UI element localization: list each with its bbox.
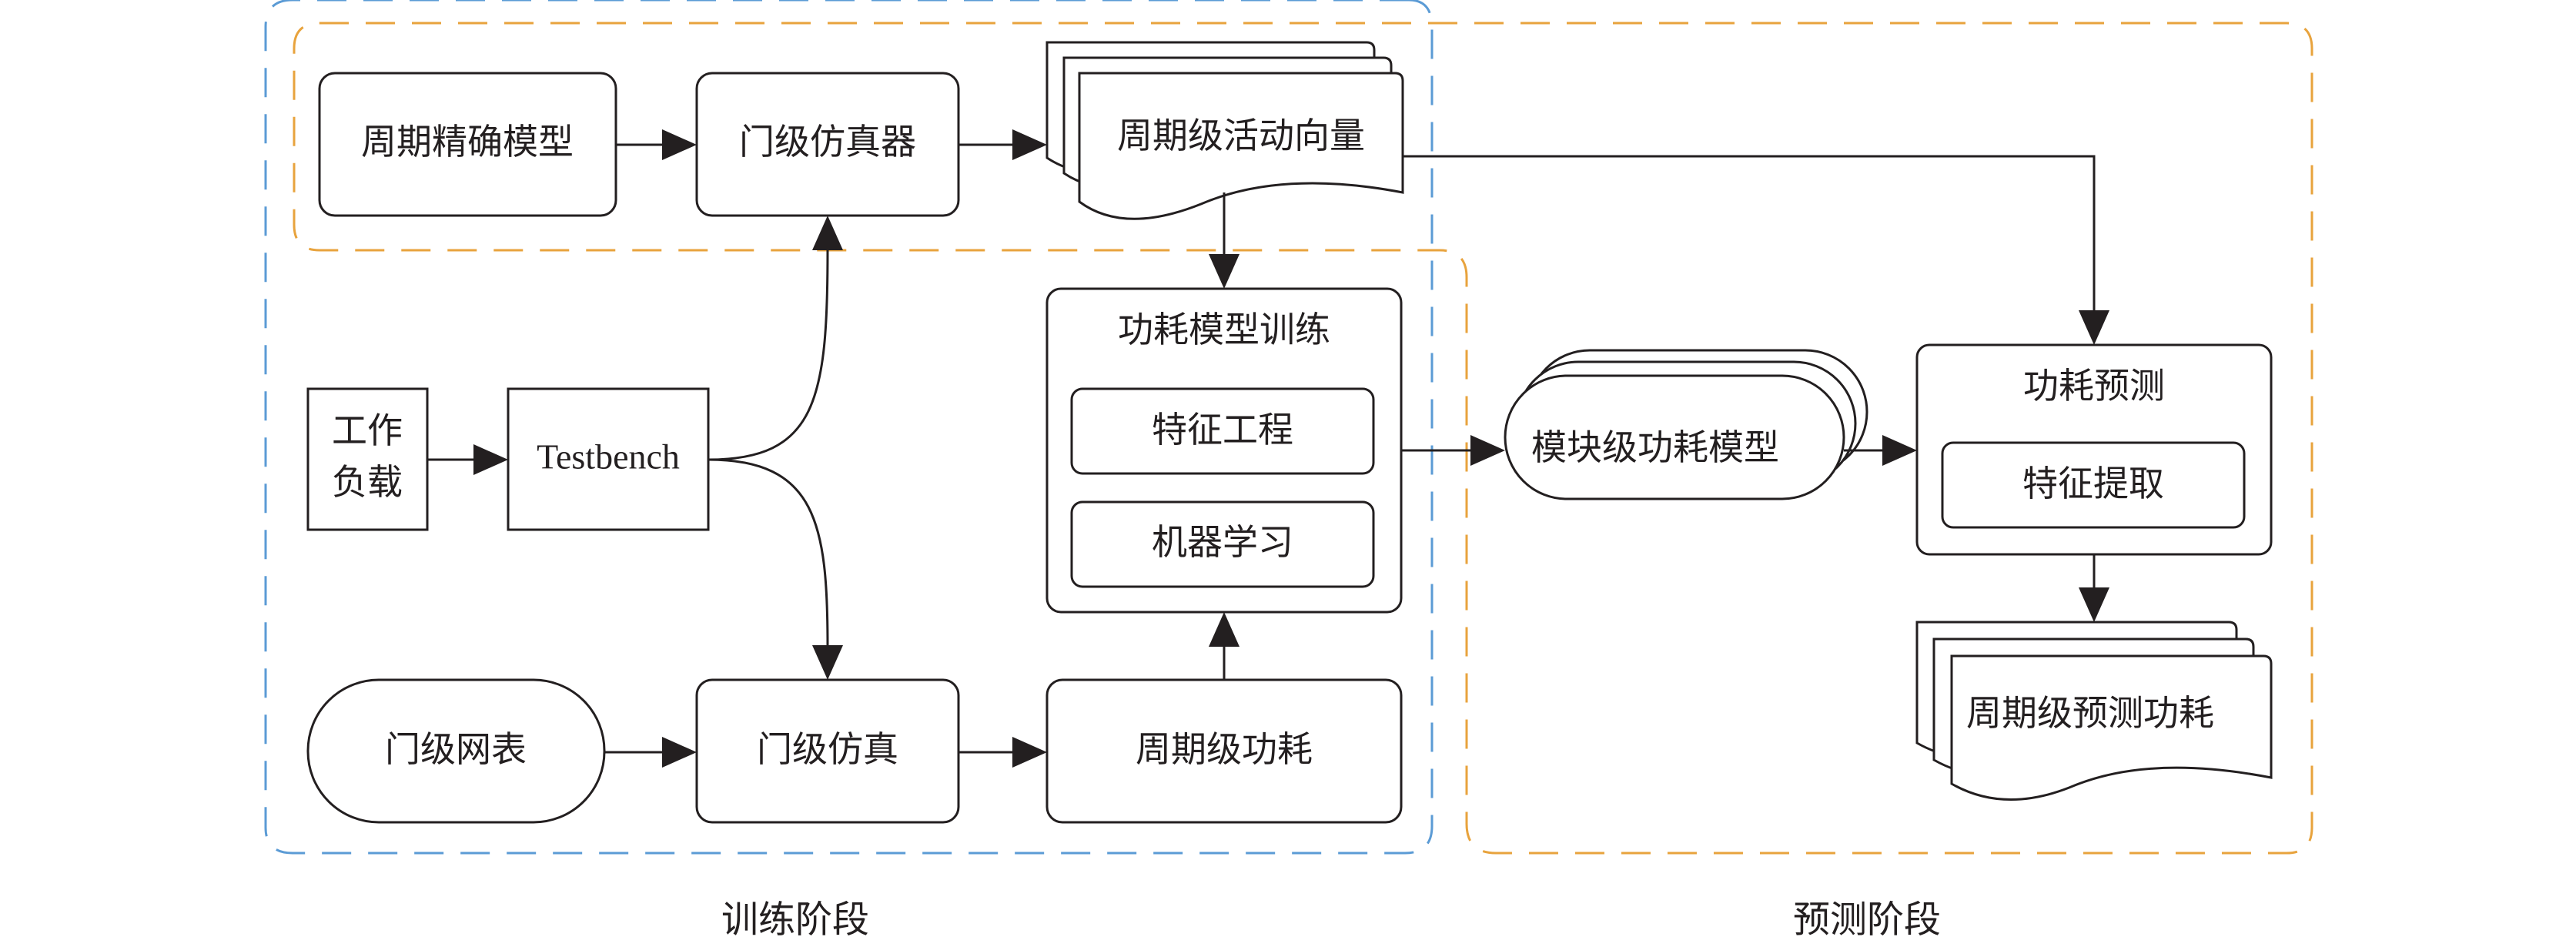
cycle-activity-vector-document bbox=[1045, 41, 1404, 220]
workload-label-line2: 负载 bbox=[332, 461, 403, 503]
training-region-boundary bbox=[264, 0, 1434, 855]
module-power-model-stack bbox=[1504, 349, 1868, 500]
gate-simulator-label: 门级仿真器 bbox=[739, 121, 916, 162]
top-orange-region bbox=[293, 22, 2313, 855]
machine-learning-box bbox=[1070, 500, 1375, 588]
power-prediction-title: 功耗预测 bbox=[2023, 365, 2165, 407]
feature-engineering-box bbox=[1070, 387, 1375, 475]
cycle-predicted-power-label: 周期级预测功耗 bbox=[1966, 692, 2214, 734]
feature-engineering-label: 特征工程 bbox=[1152, 409, 1293, 450]
workload-label-line1: 工作 bbox=[332, 410, 403, 451]
cycle-accurate-model-label: 周期精确模型 bbox=[361, 121, 574, 162]
prediction-phase-label: 预测阶段 bbox=[1793, 898, 1941, 942]
testbench-box bbox=[507, 387, 710, 531]
feature-extraction-box bbox=[1941, 441, 2246, 529]
testbench-label: Testbench bbox=[537, 437, 680, 477]
machine-learning-label: 机器学习 bbox=[1152, 521, 1293, 563]
training-phase-label: 训练阶段 bbox=[721, 898, 869, 942]
feature-extraction-label: 特征提取 bbox=[2022, 463, 2164, 504]
gate-simulation-label: 门级仿真 bbox=[757, 728, 898, 770]
connectors bbox=[427, 129, 2109, 768]
workload-box bbox=[306, 387, 429, 531]
power-model-training-title: 功耗模型训练 bbox=[1118, 309, 1330, 350]
module-power-model-label: 模块级功耗模型 bbox=[1531, 427, 1779, 468]
gate-netlist-label: 门级网表 bbox=[385, 728, 527, 770]
cycle-activity-vector-label: 周期级活动向量 bbox=[1117, 115, 1365, 156]
cycle-predicted-power-document bbox=[1915, 621, 2273, 801]
cycle-power-label: 周期级功耗 bbox=[1136, 728, 1313, 770]
